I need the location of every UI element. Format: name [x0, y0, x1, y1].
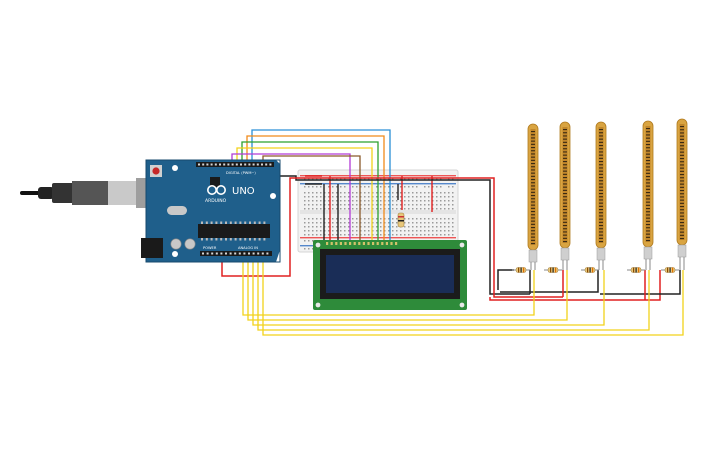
flex-sensor	[559, 121, 571, 270]
resistor	[512, 267, 530, 273]
flex-sensor	[676, 118, 688, 270]
flex-sensor	[527, 123, 539, 270]
digital-wires	[231, 129, 391, 244]
resistor	[544, 267, 562, 273]
flex-sensor	[642, 120, 654, 270]
digital-header-label: DIGITAL (PWM~)	[226, 171, 256, 175]
power-wires	[221, 166, 681, 301]
flex-sensors	[527, 118, 688, 270]
board-brand-label: ARDUINO	[205, 198, 227, 204]
resistor	[581, 267, 599, 273]
board-model-label: UNO	[232, 186, 255, 197]
arduino-logo-icon	[207, 185, 227, 196]
flex-sensor	[595, 121, 607, 270]
usb-cable-icon	[20, 178, 152, 208]
lcd-screen	[326, 255, 454, 293]
resistor	[627, 267, 645, 273]
breadboard-wires	[305, 175, 433, 244]
arduino-uno: UNO ARDUINO DIGITAL (PWM~) POWER ANALOG …	[141, 159, 281, 263]
power-header-label: POWER	[203, 246, 217, 250]
analog-wires	[242, 254, 684, 336]
resistor	[661, 267, 679, 273]
lcd-display	[313, 240, 467, 310]
breadboard-resistor	[397, 212, 405, 228]
sensor-resistors	[512, 267, 679, 273]
analog-header-label: ANALOG IN	[238, 246, 258, 250]
